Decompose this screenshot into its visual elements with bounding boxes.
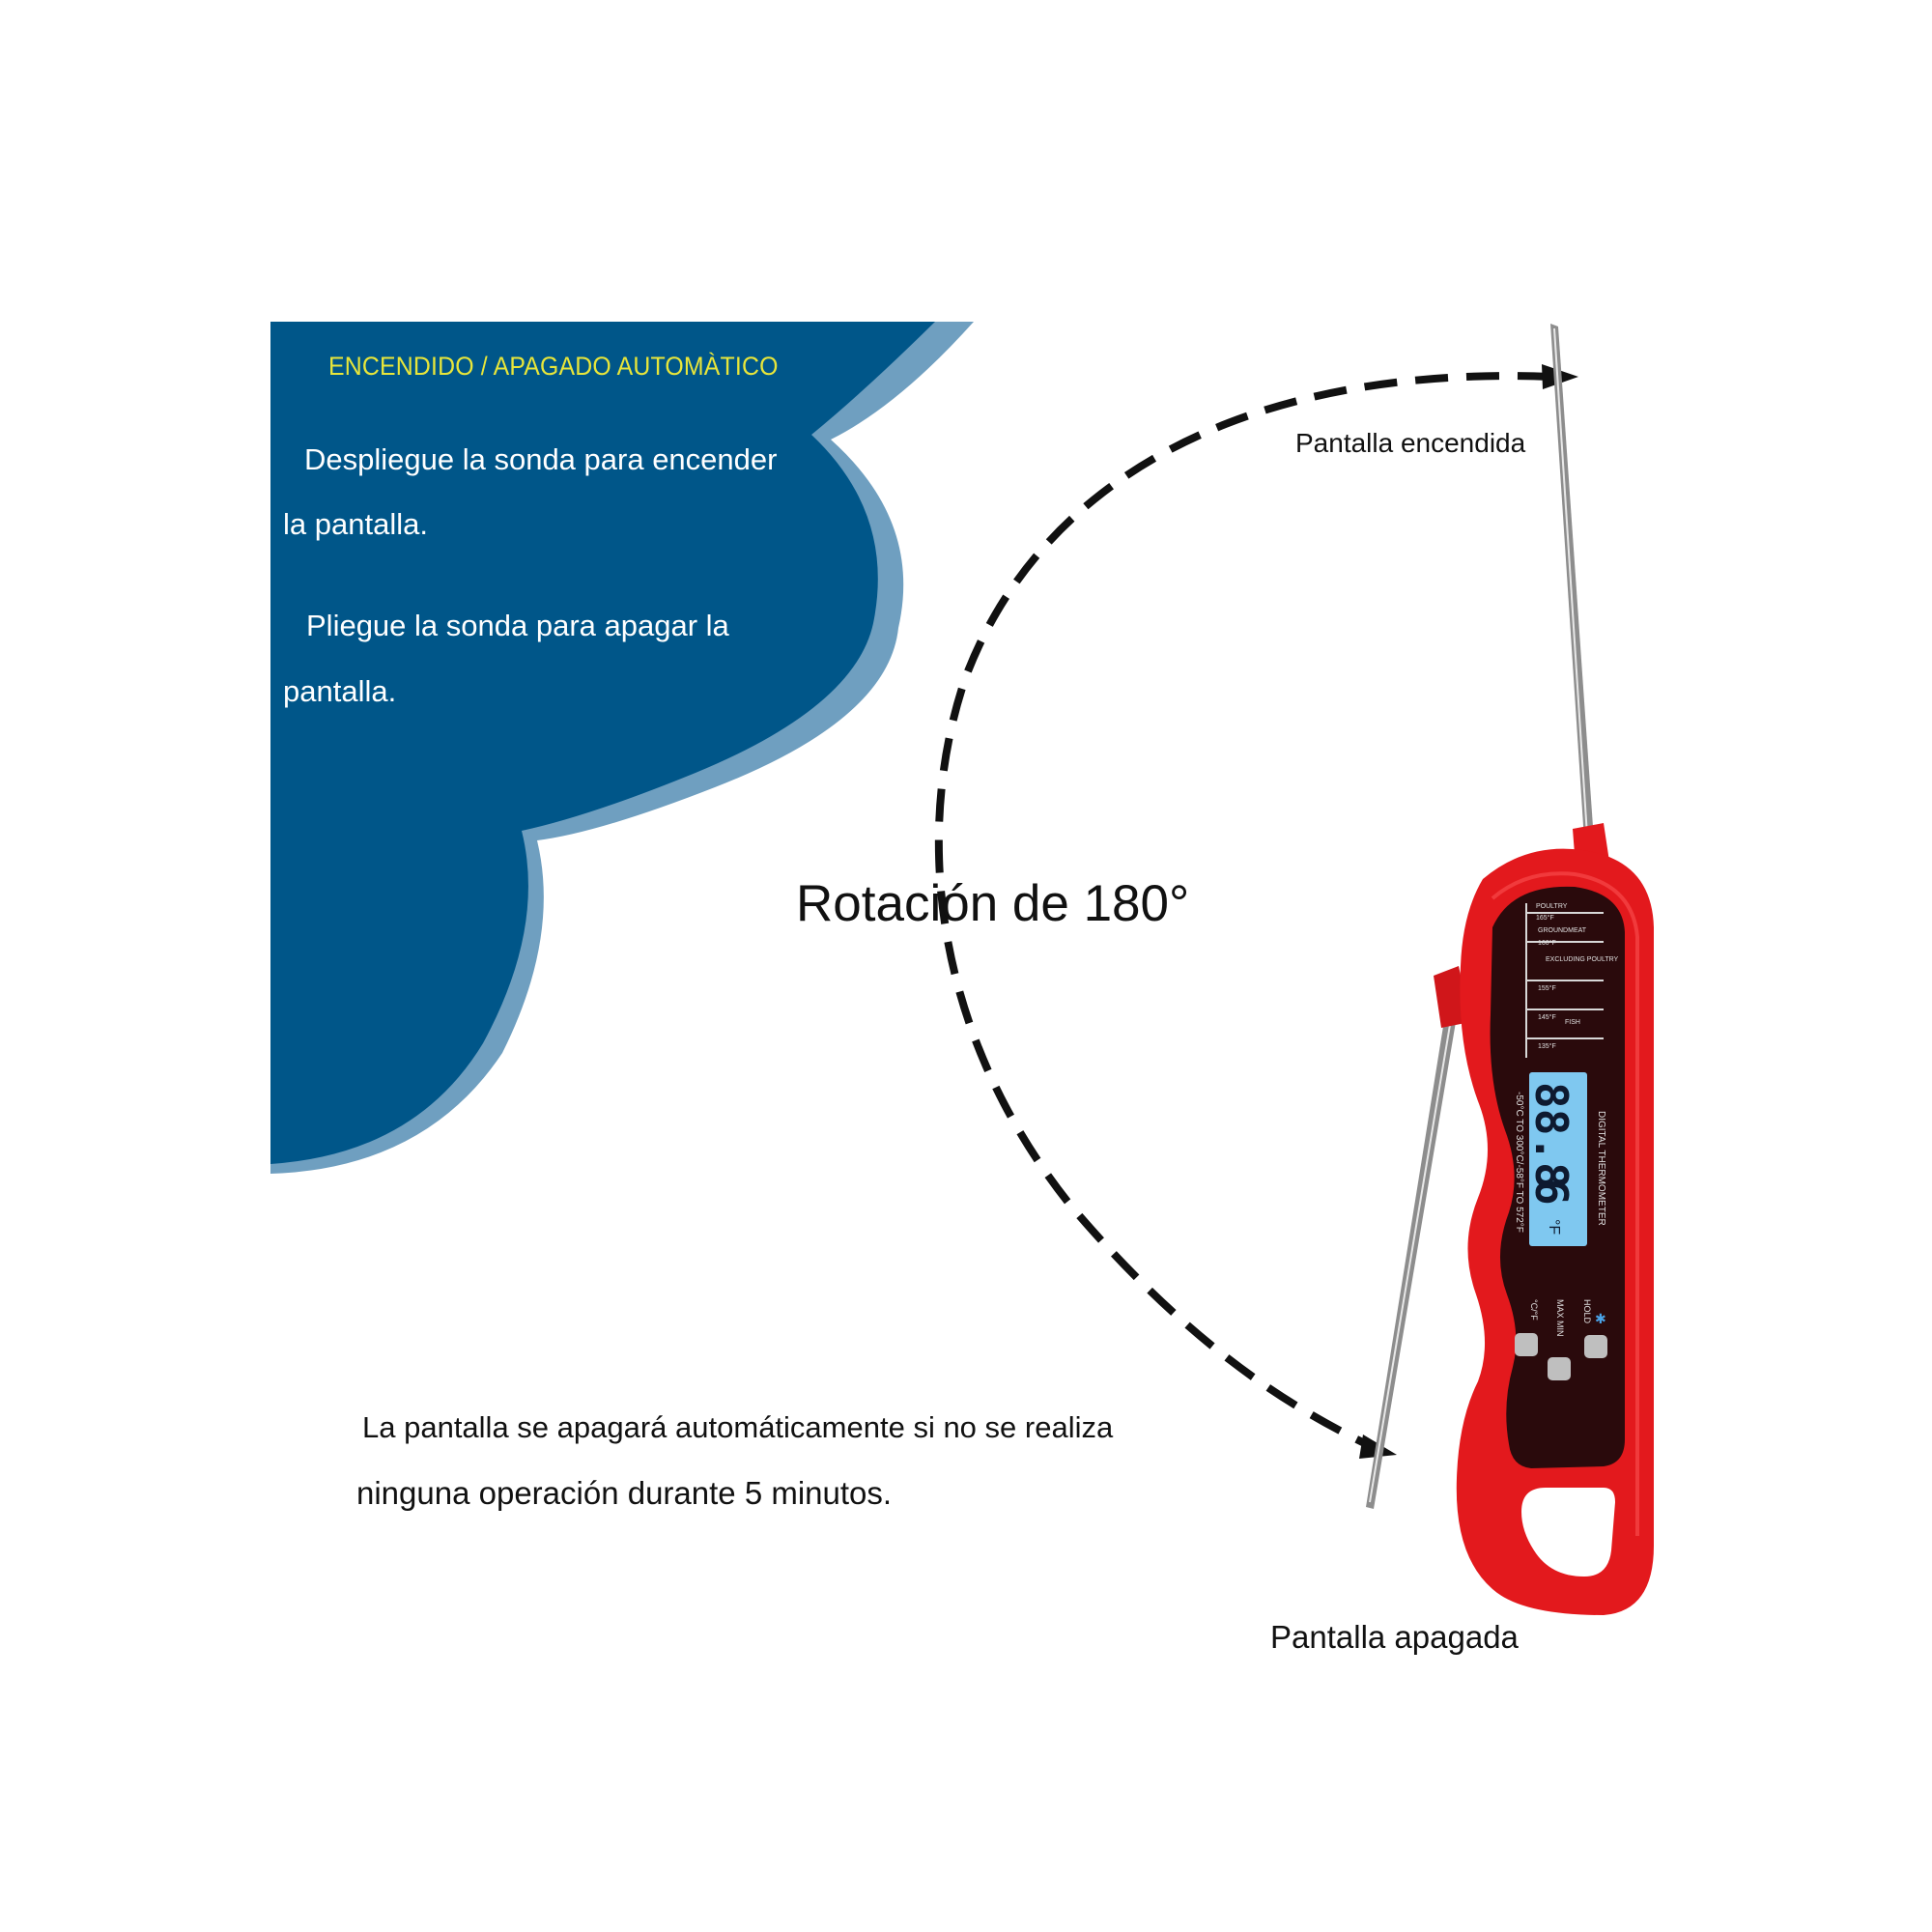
lcd-unit: °F: [1546, 1219, 1562, 1235]
chart-label-1: POULTRY: [1536, 903, 1568, 910]
hold-label: HOLD: [1582, 1299, 1592, 1324]
maxmin-button[interactable]: [1548, 1357, 1571, 1380]
screen-on-label: Pantalla encendida: [1295, 428, 1526, 458]
range-label: -50°C TO 300°C/-58°F TO 572°F: [1514, 1092, 1524, 1233]
thermometer: POULTRY 165°F GROUNDMEAT 160°F EXCLUDING…: [1434, 823, 1654, 1615]
lcd-reading: 88.8: [1525, 1082, 1577, 1189]
cooking-chart-labels: POULTRY 165°F GROUNDMEAT 160°F EXCLUDING…: [1536, 903, 1619, 1050]
unit-switch-button[interactable]: [1515, 1333, 1538, 1356]
panel-title: ENCENDIDO / APAGADO AUTOMÀTICO: [328, 352, 779, 381]
probe-down: [1366, 1014, 1457, 1509]
panel-line-2: la pantalla.: [283, 507, 428, 541]
rotation-arc-path: [934, 372, 1551, 1453]
panel-line-3: Pliegue la sonda para apagar la: [306, 609, 729, 642]
panel-line-1: Despliegue la sonda para encender: [304, 442, 778, 476]
chart-label-9: 135°F: [1538, 1042, 1556, 1050]
unit-switch-label: °C/°F: [1529, 1299, 1539, 1321]
info-panel: [270, 322, 974, 1174]
probe-down-shaft: [1366, 1014, 1457, 1509]
lcd-last-digit: 6: [1525, 1179, 1577, 1206]
chart-label-8: FISH: [1565, 1019, 1580, 1026]
chart-label-6: 155°F: [1538, 984, 1556, 992]
chart-label-4: 160°F: [1538, 939, 1556, 947]
probe-up-shaft: [1550, 324, 1594, 840]
chart-label-2: 165°F: [1536, 914, 1554, 922]
chart-label-7: 145°F: [1538, 1013, 1556, 1021]
auto-off-note-line-1: La pantalla se apagará automáticamente s…: [362, 1410, 1114, 1444]
panel-line-4: pantalla.: [283, 674, 397, 708]
snowflake-icon: ✱: [1595, 1312, 1606, 1327]
auto-off-note-line-2: ninguna operación durante 5 minutos.: [356, 1475, 893, 1511]
chart-label-5: EXCLUDING POULTRY: [1546, 956, 1619, 963]
chart-label-3: GROUNDMEAT: [1538, 927, 1587, 934]
hold-button[interactable]: [1584, 1335, 1607, 1358]
probe-up: [1550, 324, 1594, 840]
info-panel-background: [270, 322, 935, 1164]
screen-off-label: Pantalla apagada: [1270, 1619, 1519, 1655]
rotation-label: Rotación de 180°: [796, 875, 1190, 932]
lcd-screen: [1529, 1072, 1587, 1246]
cooking-chart: [1525, 903, 1604, 1058]
body-highlight: [1491, 871, 1639, 1536]
maxmin-label: MAX MIN: [1555, 1299, 1565, 1337]
hang-hole: [1521, 1488, 1615, 1577]
model-label: DIGITAL THERMOMETER: [1596, 1111, 1606, 1226]
